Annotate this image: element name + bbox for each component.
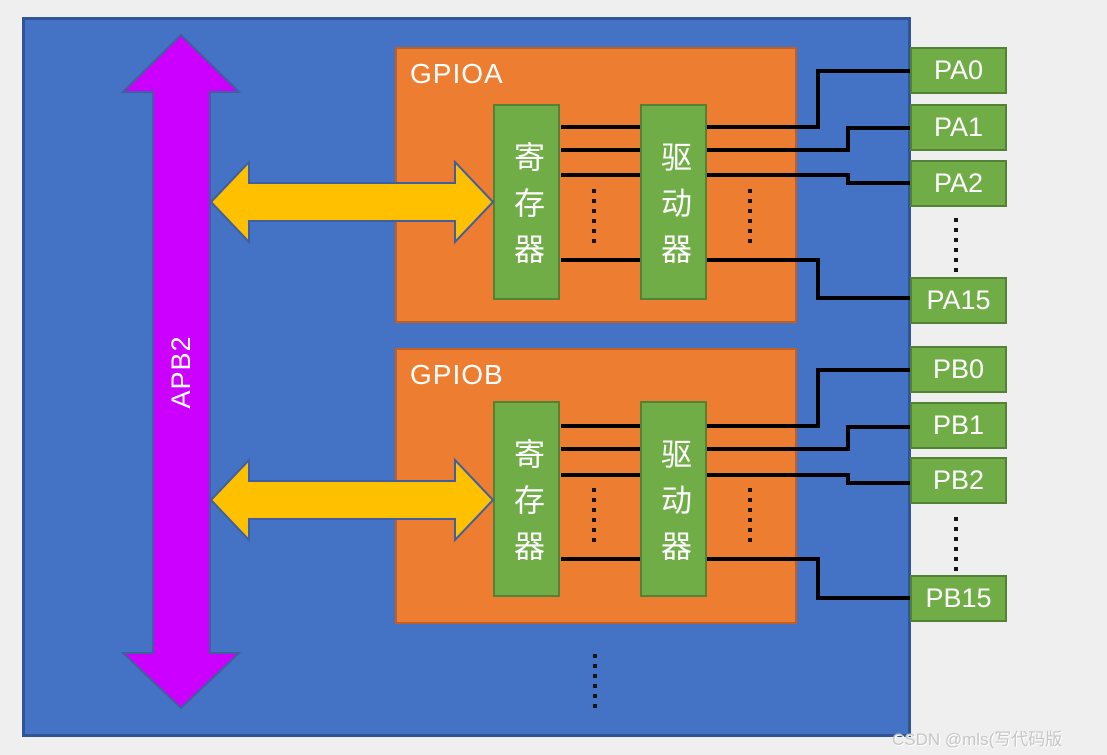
gpioa-driver-label: 驱动器 <box>656 140 691 279</box>
pin-pa2: PA2 <box>910 160 1007 207</box>
pin-pa15: PA15 <box>910 277 1007 324</box>
ellipsis-pa-pins <box>954 218 958 273</box>
gpiob-register-box: 寄存器 <box>493 401 560 597</box>
gpiob-driver-box: 驱动器 <box>640 401 707 597</box>
ellipsis-gpioa-outputs <box>748 189 752 244</box>
pin-pb15: PB15 <box>910 575 1007 622</box>
gpiob-block: GPIOB <box>395 348 797 624</box>
pin-pa1: PA1 <box>910 104 1007 151</box>
ellipsis-gpioa-register-driver <box>592 189 596 244</box>
gpioa-driver-box: 驱动器 <box>640 104 707 300</box>
ellipsis-pb-pins <box>954 517 958 572</box>
apb2-bus-label: APB2 <box>166 335 196 409</box>
pin-pa0: PA0 <box>910 47 1007 94</box>
gpioa-register-box: 寄存器 <box>493 104 560 300</box>
ellipsis-more-gpio-ports <box>593 654 597 709</box>
pin-pb2: PB2 <box>910 457 1007 504</box>
gpiob-label: GPIOB <box>410 359 504 390</box>
ellipsis-gpiob-register-driver <box>592 488 596 543</box>
gpioa-label: GPIOA <box>410 58 504 89</box>
csdn-watermark: CSDN @mls(写代码版 <box>892 730 1063 749</box>
gpioa-block: GPIOA <box>395 47 797 323</box>
pin-pb1: PB1 <box>910 402 1007 449</box>
gpiob-driver-label: 驱动器 <box>656 437 691 576</box>
pin-pb0: PB0 <box>910 346 1007 393</box>
ellipsis-gpiob-outputs <box>748 488 752 543</box>
gpioa-register-label: 寄存器 <box>509 140 544 279</box>
gpiob-register-label: 寄存器 <box>509 437 544 576</box>
